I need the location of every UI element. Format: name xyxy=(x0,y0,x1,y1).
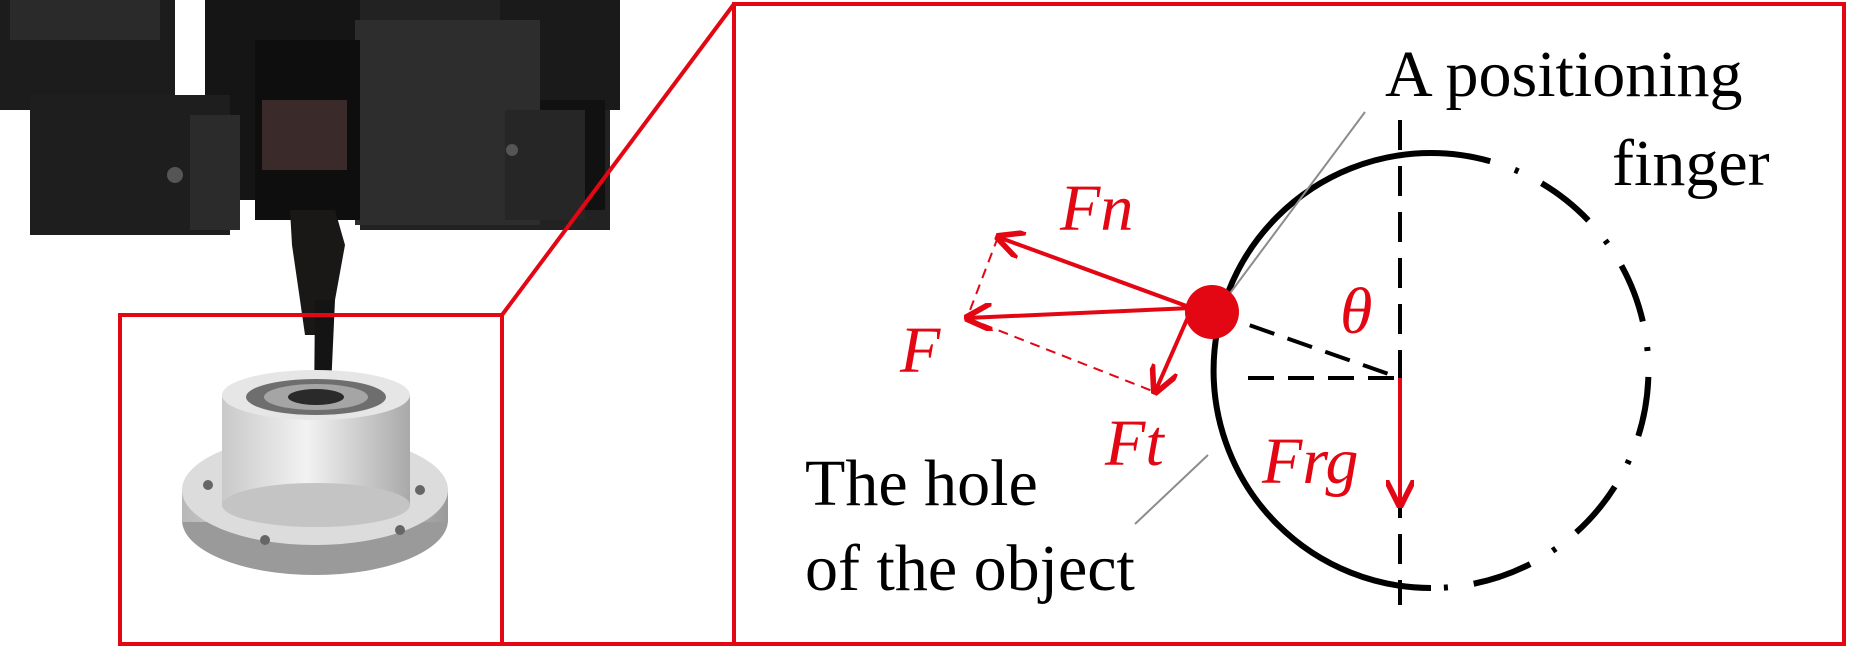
force-fn-label: Fn xyxy=(1059,172,1133,245)
parallelogram-edge-2 xyxy=(966,317,1156,393)
gripper-photo xyxy=(0,0,620,420)
hole-outline-solid xyxy=(1210,150,1432,591)
flange-part-photo xyxy=(182,370,448,575)
angle-theta-label: θ xyxy=(1340,275,1372,348)
zoom-connector-top xyxy=(500,2,736,317)
callout-frames xyxy=(118,2,1846,646)
hole-diagram: A positioning finger The hole of the obj… xyxy=(805,38,1770,605)
force-ft-arrow xyxy=(1155,307,1194,392)
positioning-finger-label-line1: A positioning xyxy=(1385,38,1743,111)
zoom-box xyxy=(732,2,1846,646)
photo-detail-box xyxy=(118,313,504,646)
force-f-arrow xyxy=(967,308,1193,318)
hole-label-line1: The hole xyxy=(805,447,1038,520)
parallelogram-edge-1 xyxy=(966,236,999,319)
radius-to-finger xyxy=(1211,310,1401,380)
hole-leader xyxy=(1134,454,1209,525)
force-f-label: F xyxy=(899,314,941,387)
hole-label-line2: of the object xyxy=(805,532,1135,605)
force-fn-arrow xyxy=(998,237,1193,310)
positioning-finger-label-line2: finger xyxy=(1612,127,1770,200)
force-ft-label: Ft xyxy=(1104,407,1165,480)
force-frg-label: Frg xyxy=(1261,425,1359,498)
finger-leader xyxy=(1224,111,1366,301)
positioning-finger-dot xyxy=(1185,285,1239,339)
force-vectors xyxy=(967,237,1400,505)
hole-outline-dashdot xyxy=(1430,150,1652,591)
